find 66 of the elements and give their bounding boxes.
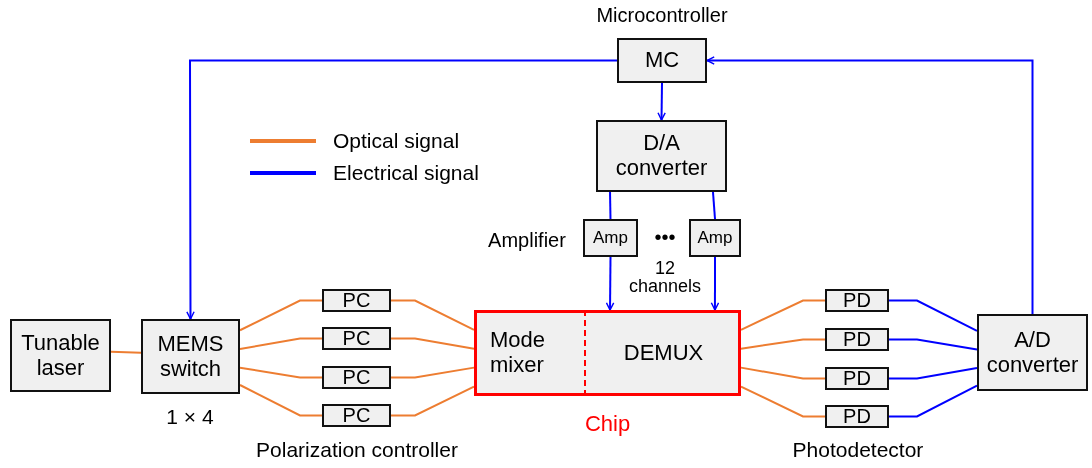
node-label: PD [843,367,871,390]
group-caption: Photodetector [792,438,924,462]
controller-box [617,38,707,83]
arrow [710,256,720,311]
converter-box [596,120,727,192]
node-label: A/D converter [985,327,1080,378]
connector-line [239,337,323,350]
node-label: MEMS switch [156,331,225,382]
controller-box [322,366,391,389]
laser-box [10,319,111,392]
connector-line [239,384,323,417]
legend-label: Electrical signal [333,161,479,185]
amplifier-box [689,219,741,257]
connector-line [390,337,475,350]
detector-box [825,289,889,312]
node-label: PC [342,289,371,312]
node-label: MC [644,48,680,73]
controller-box [322,327,391,350]
node-label: 1 × 4 [166,405,214,429]
connector-line [740,385,826,418]
node-label: Amp [697,228,733,248]
node-label: Amp [593,228,628,248]
group-caption: Polarization controller [256,438,458,462]
arrow [706,56,1034,315]
detector-box [825,328,889,351]
arrow [605,256,615,311]
channel-count: 12 channels [627,259,703,295]
connector-line [239,366,323,379]
node-label: D/A converter [614,131,709,181]
connector-line [888,338,978,351]
detector-box [825,367,889,390]
switch-box [141,319,240,394]
connector-line [740,366,826,380]
arrow [657,82,666,121]
node-label: PD [843,405,871,428]
connector-line [740,338,826,350]
node-label: Amplifier [488,229,566,251]
node-label: PD [843,289,871,312]
chip-label: Chip [584,412,631,437]
amplifier-box [583,219,638,257]
ellipsis-mark: ••• [654,226,676,248]
detector-box [825,405,889,428]
node-label: DEMUX [623,340,704,366]
node-label: PC [342,366,371,389]
node-label: PC [342,404,371,427]
node-label: PD [843,328,871,351]
arrow [186,59,618,320]
controller-box [322,404,391,427]
connector-line [390,366,475,379]
connector-line [888,366,978,380]
connector-line [712,191,716,220]
connector-line [390,299,475,331]
legend-label: Optical signal [333,129,460,153]
connector-line [740,299,826,331]
connector-line [888,299,978,332]
connector-line [239,299,323,332]
connector-line [110,350,142,354]
connector-line [390,385,475,417]
converter-box [977,314,1088,391]
node-label: Mode mixer [490,328,547,378]
node-label: PC [342,327,371,350]
connector-line [609,191,612,220]
node-label: Microcontroller [596,4,728,26]
node-label: Tunable laser [20,330,101,381]
controller-box [322,289,391,312]
connector-line [888,384,978,418]
